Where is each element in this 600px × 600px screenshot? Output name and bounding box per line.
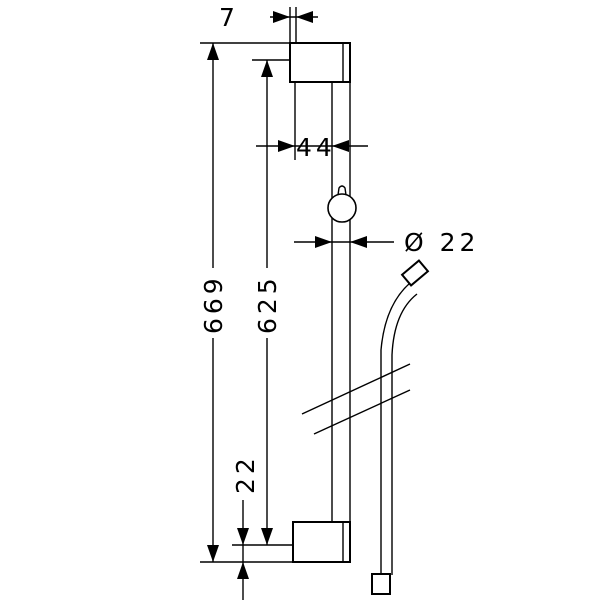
break-marks [301,363,411,435]
bottom-wall-bracket [292,521,351,563]
shower-hose [371,259,430,595]
dim-label-rail-depth: 44 [296,133,336,162]
dim-total-height [200,42,293,563]
dim-rail-depth [256,82,368,160]
dim-label-top-offset: 7 [219,3,239,32]
dim-bottom-offset [232,500,293,600]
dim-top-offset [270,7,318,43]
top-wall-bracket [289,42,351,83]
dim-label-rail-diameter: Ø 22 [404,228,479,257]
dim-label-total-height: 669 [199,274,228,334]
dim-label-bottom-offset: 22 [231,454,260,494]
dim-rail-diameter [294,236,394,248]
dim-label-fixing-distance: 625 [253,274,282,334]
shower-rail [331,82,351,522]
dim-fixing-distance [252,59,290,545]
slider-knob [327,185,357,223]
